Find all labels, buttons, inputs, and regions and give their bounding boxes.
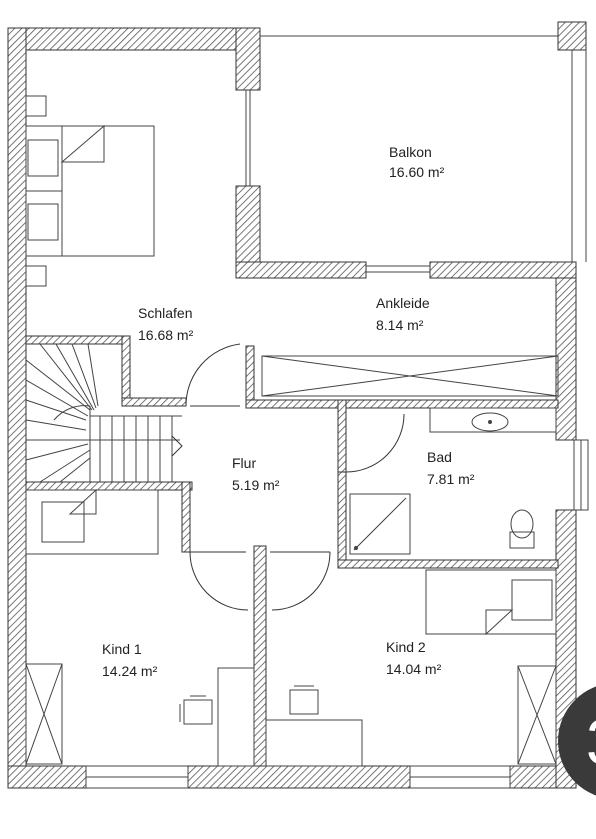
kind2-furniture (265, 569, 557, 767)
room-name-ankleide: Ankleide (376, 295, 430, 311)
balcony-openings (245, 90, 430, 273)
bath-wall-left-lower (337, 471, 347, 569)
room-labels: Balkon 16.60 m² Schlafen 16.68 m² Anklei… (102, 144, 475, 679)
kind1-furniture (25, 488, 255, 767)
door-kind1 (189, 551, 249, 611)
corner-badge-text: 3 (586, 706, 596, 778)
interior-walls (25, 335, 559, 767)
bath-wall-left (337, 399, 347, 473)
kind1-pillow (41, 501, 85, 543)
closet-wall-bottom (245, 399, 559, 409)
stair-arrow (171, 435, 183, 457)
kind1-chair (183, 699, 213, 725)
nightstand-top (25, 95, 47, 117)
balcony-corner-post (557, 21, 587, 51)
kind2-chair (289, 689, 319, 715)
flur-wall-left (181, 481, 191, 553)
room-area-schlafen: 16.68 m² (138, 327, 194, 343)
wall-right-upper (555, 261, 577, 441)
room-name-bad: Bad (427, 449, 452, 465)
kids-partition-wall (253, 545, 267, 767)
wall-top-left (7, 27, 261, 51)
kind1-desk (217, 667, 255, 767)
room-area-flur: 5.19 m² (232, 477, 280, 493)
kind2-bed (425, 569, 557, 635)
wall-left (7, 27, 27, 789)
bathroom-window (573, 439, 589, 511)
wall-balcony-bottom-right (429, 261, 577, 279)
wall-bottom-1 (7, 765, 87, 789)
doors (185, 343, 405, 611)
shower (349, 493, 411, 555)
room-name-kind2: Kind 2 (386, 639, 426, 655)
door-schlafen (185, 343, 241, 407)
room-name-balkon: Balkon (389, 144, 432, 160)
balcony-outline (260, 35, 587, 262)
closet (261, 355, 559, 397)
room-area-kind2: 14.04 m² (386, 661, 442, 677)
wall-bottom-2 (187, 765, 411, 789)
kind2-pillow (511, 579, 553, 621)
kind1-bed (25, 489, 159, 555)
corner-badge-circle (558, 686, 596, 796)
kind2-desk (265, 719, 363, 767)
stair-wall-top (25, 335, 131, 345)
room-name-kind1: Kind 1 (102, 641, 142, 657)
toilet-bowl (510, 509, 534, 539)
stair-wall-right (121, 335, 131, 407)
wall-bedroom-right-top (235, 27, 261, 91)
room-name-schlafen: Schlafen (138, 305, 192, 321)
stair-wall-bottom (25, 481, 193, 491)
kind2-wardrobe (517, 665, 557, 765)
kind1-wardrobe (25, 663, 63, 765)
door-bad (345, 412, 405, 473)
room-area-kind1: 14.24 m² (102, 663, 158, 679)
room-area-bad: 7.81 m² (427, 471, 475, 487)
pillow-top (27, 139, 59, 177)
washbasin-counter (429, 407, 557, 433)
room-area-balkon: 16.60 m² (389, 164, 445, 180)
room-area-ankleide: 8.14 m² (376, 317, 424, 333)
bottom-windows (85, 765, 511, 789)
stair-wall-step (121, 397, 187, 407)
pillow-bottom (27, 203, 59, 241)
room-name-flur: Flur (232, 455, 256, 471)
bathroom-fixtures (349, 407, 557, 555)
bedroom-furniture (25, 95, 155, 287)
wall-balcony-bottom-left (235, 261, 367, 279)
nightstand-bottom (25, 265, 47, 287)
toilet-tank (509, 531, 535, 549)
closet-wall-left (245, 345, 255, 409)
corner-badge[interactable]: 3 (558, 683, 596, 799)
door-kind2 (270, 551, 331, 611)
bath-wall-bottom (337, 559, 559, 569)
staircase (25, 343, 183, 483)
washbasin (471, 412, 509, 432)
